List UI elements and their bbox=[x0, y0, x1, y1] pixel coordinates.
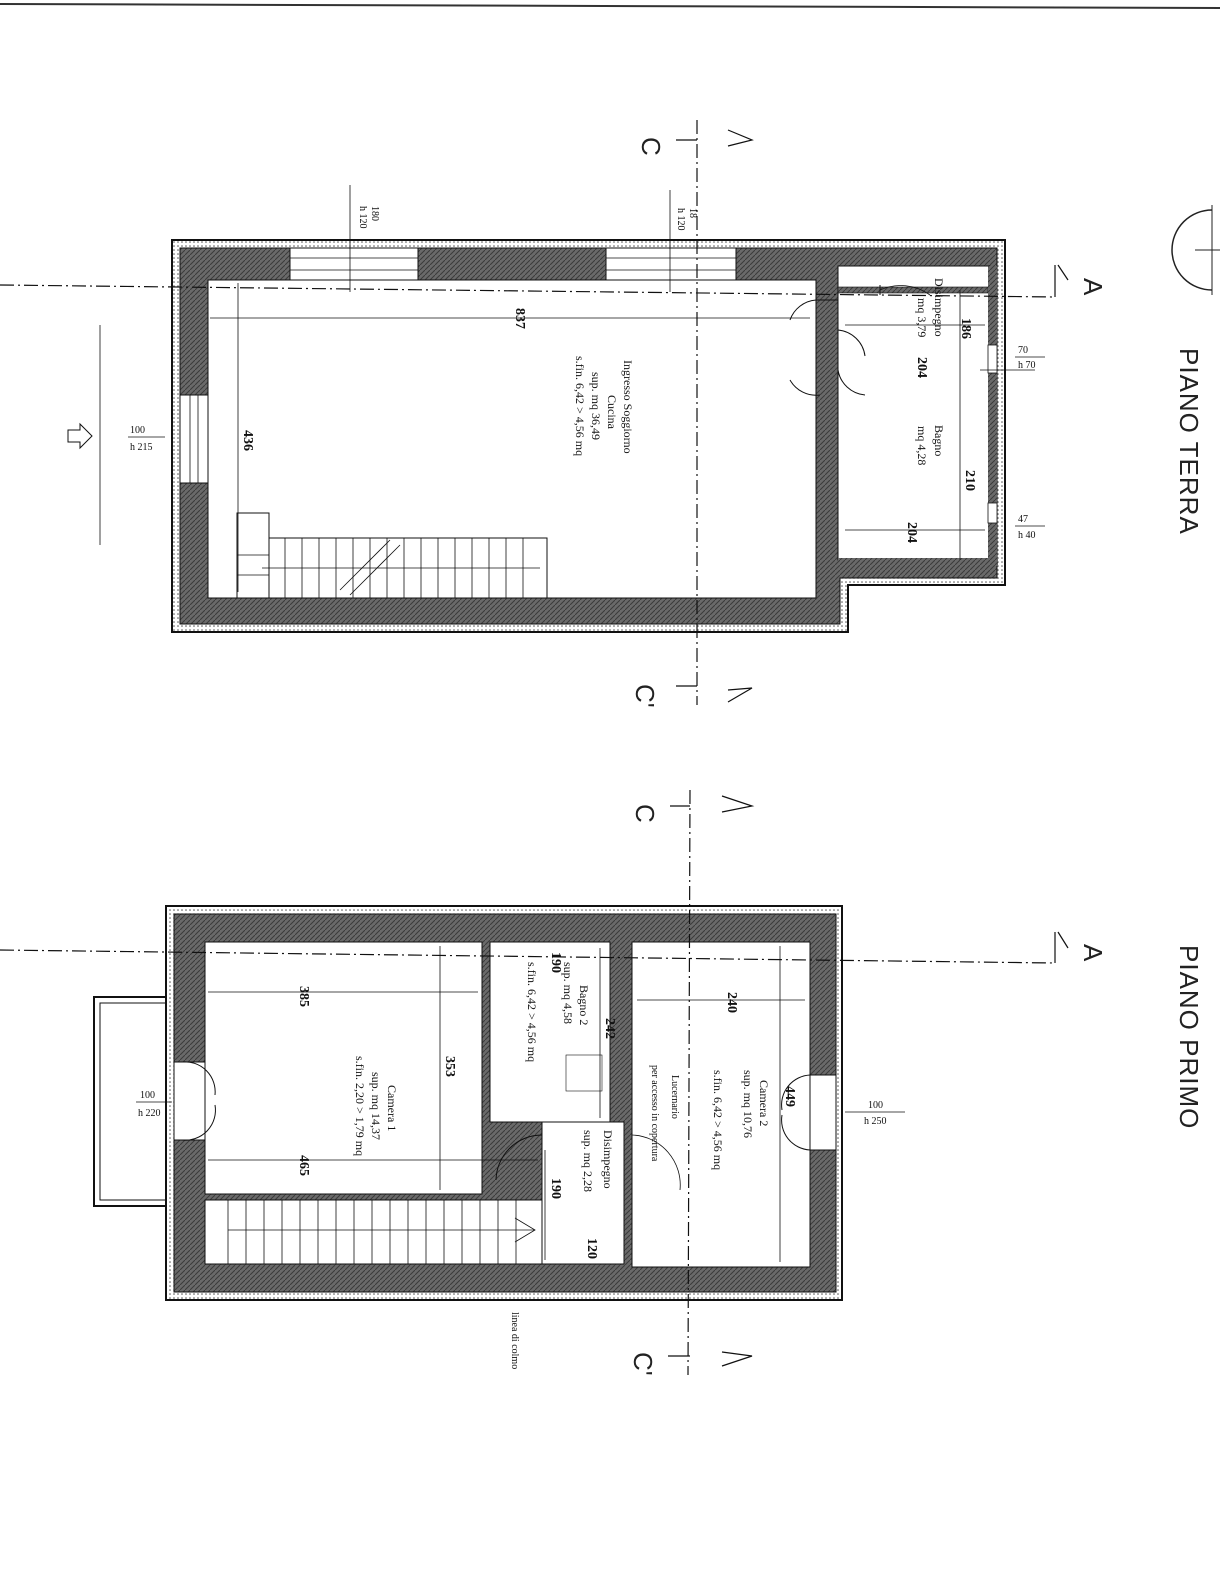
bagno2-window: s.fin. 6,42 > 4,56 mq bbox=[525, 962, 539, 1062]
dim-837: 837 bbox=[512, 308, 527, 329]
window-3-height: h 70 bbox=[1018, 360, 1036, 371]
entry-arrow-icon bbox=[67, 422, 93, 450]
living-room-sub: Cucina bbox=[605, 395, 619, 430]
lucernario-note: per accesso in copertura bbox=[649, 1065, 660, 1162]
section-c-ground: C bbox=[636, 137, 666, 156]
bagno2-name: Bagno 2 bbox=[577, 985, 591, 1025]
dim-449: 449 bbox=[782, 1086, 797, 1107]
section-a-ground: A bbox=[1078, 278, 1108, 296]
entry-door-width: 100 bbox=[130, 425, 145, 436]
camera2-area: sup. mq 10,76 bbox=[741, 1070, 755, 1138]
dim-242: 242 bbox=[602, 1018, 617, 1039]
camera1-window: s.fin. 2,20 > 1,79 mq bbox=[353, 1056, 367, 1156]
section-c-first: C bbox=[630, 804, 660, 823]
dim-465: 465 bbox=[296, 1155, 311, 1176]
dim-204b: 204 bbox=[904, 522, 919, 543]
window-1-width: 180 bbox=[369, 206, 380, 221]
disimpegno-area: mq 3,79 bbox=[915, 298, 929, 337]
camera1-name: Camera 1 bbox=[385, 1085, 399, 1131]
section-c-prime-ground: C' bbox=[630, 684, 660, 708]
living-room-area: sup. mq 36,49 bbox=[589, 372, 603, 440]
living-room-window: s.fin. 6,42 > 4,56 mq bbox=[573, 356, 587, 456]
camera2-name: Camera 2 bbox=[757, 1080, 771, 1126]
living-room-name: Ingresso Soggiorno bbox=[621, 360, 635, 454]
camera1-area: sup. mq 14,37 bbox=[369, 1072, 383, 1140]
window-3-width: 70 bbox=[1018, 345, 1028, 356]
bagno-name: Bagno bbox=[932, 425, 946, 456]
dim-240: 240 bbox=[724, 992, 739, 1013]
dim-190b: 190 bbox=[548, 1178, 563, 1199]
roof-ridge-note: linea di colmo bbox=[509, 1312, 520, 1369]
window-4-width: 47 bbox=[1018, 514, 1028, 525]
bagno2-area: sup. mq 4,58 bbox=[561, 962, 575, 1024]
first-floor-plan: 385 353 465 242 190 190 120 240 449 Came… bbox=[93, 905, 905, 1369]
first-stairs bbox=[227, 1200, 536, 1264]
door1-height: h 220 bbox=[138, 1108, 161, 1119]
dim-385: 385 bbox=[296, 986, 311, 1007]
disimpegno1-area: sup. mq 2,28 bbox=[581, 1130, 595, 1192]
dim-353: 353 bbox=[442, 1056, 457, 1077]
ground-floor-plan: 837 436 186 204 210 204 Ingresso Soggior… bbox=[67, 185, 1045, 633]
ground-stairs bbox=[236, 512, 548, 599]
section-a-first: A bbox=[1078, 944, 1108, 962]
north-arrow-icon bbox=[1171, 209, 1213, 291]
dim-210: 210 bbox=[962, 470, 977, 491]
window-1-height: h 120 bbox=[357, 206, 368, 229]
dim-436: 436 bbox=[240, 430, 255, 451]
section-c-prime-first: C' bbox=[628, 1352, 658, 1376]
lucernario-name: Lucernario bbox=[669, 1075, 680, 1119]
dim-120: 120 bbox=[584, 1238, 599, 1259]
disimpegno-name: Disimpegno bbox=[932, 278, 946, 337]
door2-width: 100 bbox=[868, 1100, 883, 1111]
dim-204a: 204 bbox=[914, 357, 929, 378]
door2-height: h 250 bbox=[864, 1116, 887, 1127]
ground-floor-title: PIANO TERRA bbox=[1174, 348, 1204, 535]
disimpegno1-name: Disimpegno bbox=[601, 1130, 615, 1189]
window-2-width: 18 bbox=[687, 208, 698, 218]
entry-door-height: h 215 bbox=[130, 442, 153, 453]
window-4-height: h 40 bbox=[1018, 530, 1036, 541]
dim-186: 186 bbox=[958, 318, 973, 339]
bagno-area: mq 4,28 bbox=[915, 426, 929, 465]
first-floor-title: PIANO PRIMO bbox=[1174, 945, 1204, 1129]
door1-width: 100 bbox=[140, 1090, 155, 1101]
window-2-height: h 120 bbox=[675, 208, 686, 231]
dim-190a: 190 bbox=[548, 952, 563, 973]
camera2-window: s.fin. 6,42 > 4,56 mq bbox=[711, 1070, 725, 1170]
